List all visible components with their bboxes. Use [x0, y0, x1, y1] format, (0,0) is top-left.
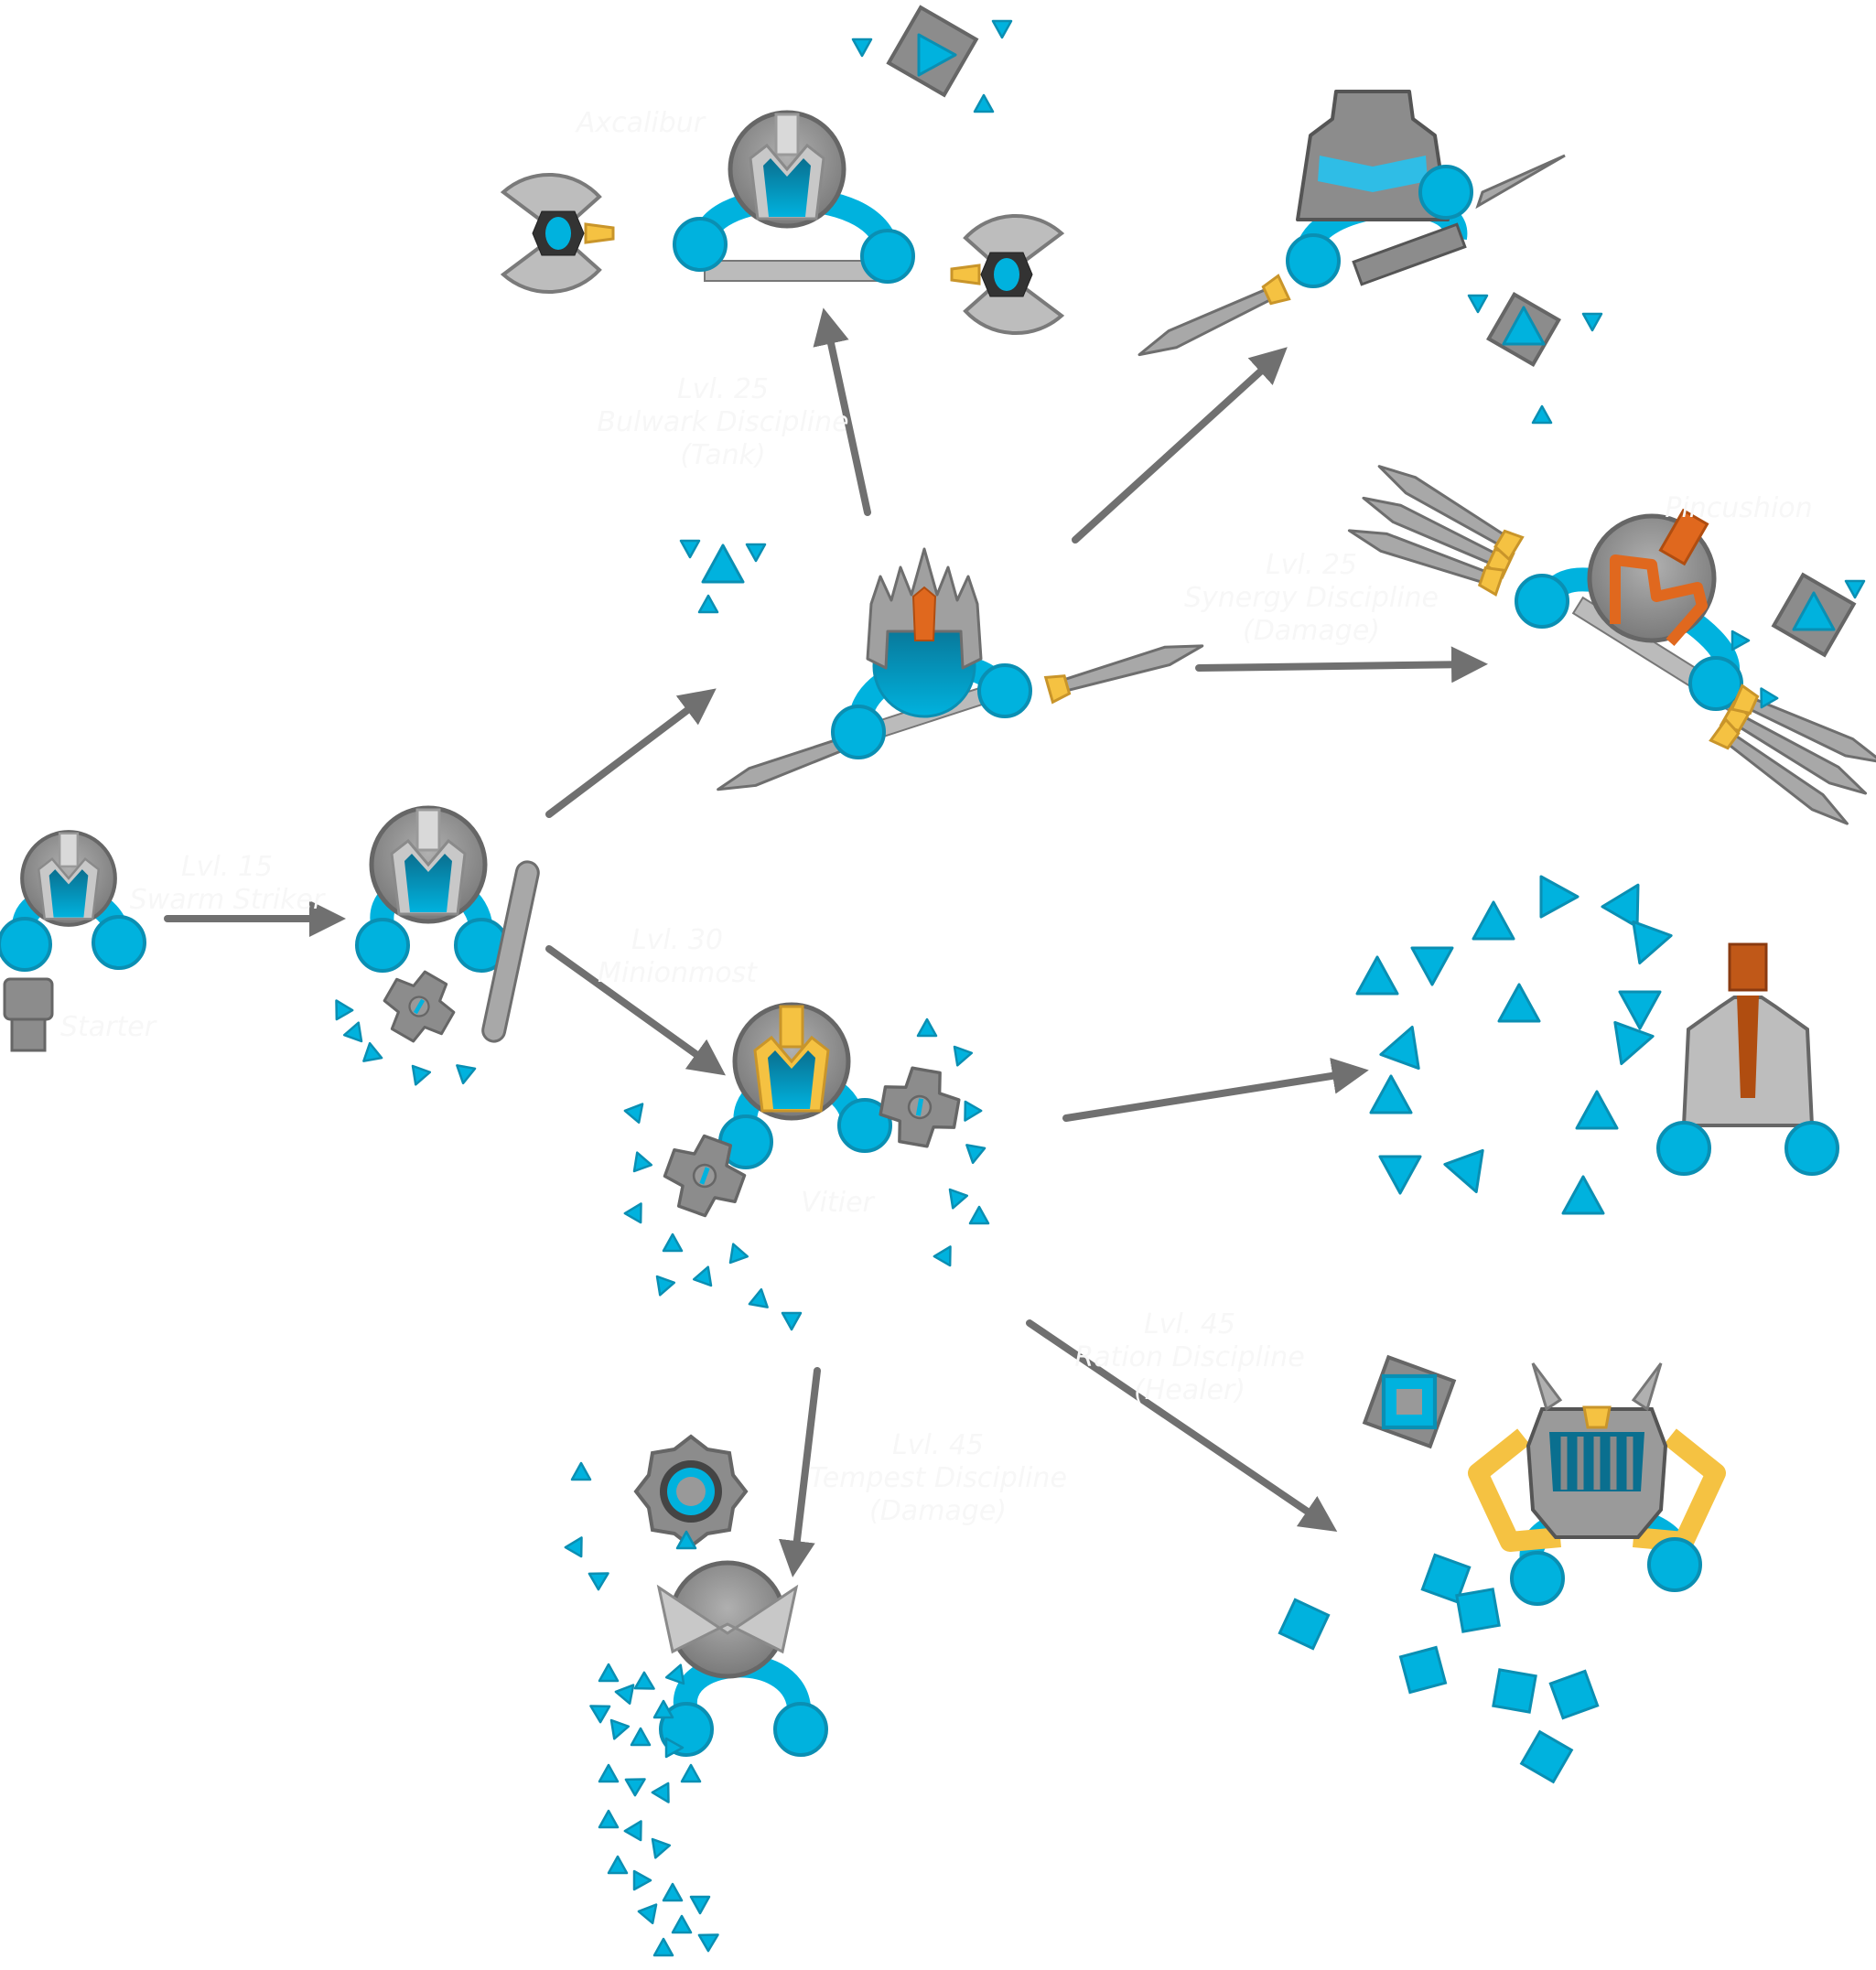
label-level: Lvl. 15: [180, 851, 274, 883]
unit-swarm-final: [564, 1434, 828, 1957]
axe-head-left-icon: [500, 172, 615, 295]
label-name: Bulwark Discipline: [597, 406, 849, 438]
label-level: Lvl. 30: [631, 924, 724, 956]
label-name: Axcalibur: [576, 107, 706, 139]
unit-starter: [0, 832, 146, 1052]
arrow-bulwark-to-axcalibur: [813, 307, 871, 516]
arrow-vitier-to-tempest: [1062, 1058, 1369, 1122]
arrow-vitier-to-swarm-final: [778, 1367, 821, 1577]
label-name: Starter: [59, 1011, 156, 1043]
scanner-device-icon: [3, 977, 54, 1021]
label-name: Tempest Discipline: [809, 1462, 1067, 1494]
label-level: Lvl. 45: [891, 1429, 985, 1461]
label-name: Swarm Striker: [129, 884, 325, 916]
unit-tempest: [1355, 873, 1839, 1215]
unit-vitier: [623, 1002, 990, 1331]
arrow-vitier-to-crowned-knight: [1026, 1319, 1338, 1532]
label-vitier: Vitier: [801, 1187, 874, 1220]
label-name: Synergy Discipline: [1183, 582, 1439, 614]
label-name: Vitier: [801, 1187, 874, 1219]
axe-head-right-icon: [950, 213, 1065, 336]
arrow-bulwark-to-lancer: [1072, 347, 1288, 544]
arrow-swarm-striker-to-vitier: [545, 945, 727, 1076]
unit-pincushion: [1343, 454, 1876, 835]
lance-icon: [481, 860, 540, 1043]
arrow-bulwark-to-pincushion: [1195, 646, 1488, 684]
gold-wings-icon: [1468, 1428, 1726, 1552]
unit-bulwark: [679, 539, 1208, 803]
label-axcalibur: Axcalibur: [577, 107, 705, 140]
unit-axcalibur: [500, 5, 1065, 336]
label-starter: Starter: [60, 1011, 156, 1044]
label-role: (Healer): [1134, 1374, 1245, 1406]
label-role: (Tank): [680, 439, 766, 471]
gear-spawner-icon: [633, 1434, 749, 1549]
label-name: Pincushion: [1665, 492, 1813, 524]
heavy-helmet-icon: [1296, 90, 1450, 221]
label-level: Lvl. 25: [1265, 549, 1358, 581]
arrows: [164, 307, 1488, 1577]
label-level: Lvl. 45: [1143, 1308, 1236, 1340]
unit-crowned-knight: [1278, 1354, 1726, 1783]
v-visor-icon: [656, 1584, 799, 1654]
label-role: (Damage): [1242, 615, 1380, 647]
unit-lancer: [1132, 90, 1603, 425]
arrow-swarm-striker-to-bulwark: [545, 688, 717, 818]
label-level: Lvl. 25: [676, 373, 770, 405]
label-pincushion: Pincushion: [1665, 492, 1812, 525]
label-role: (Damage): [869, 1495, 1007, 1527]
label-name: Ration Discipline: [1074, 1341, 1305, 1373]
unit-swarm-striker: [327, 808, 540, 1090]
label-name: Minionmost: [598, 957, 757, 989]
